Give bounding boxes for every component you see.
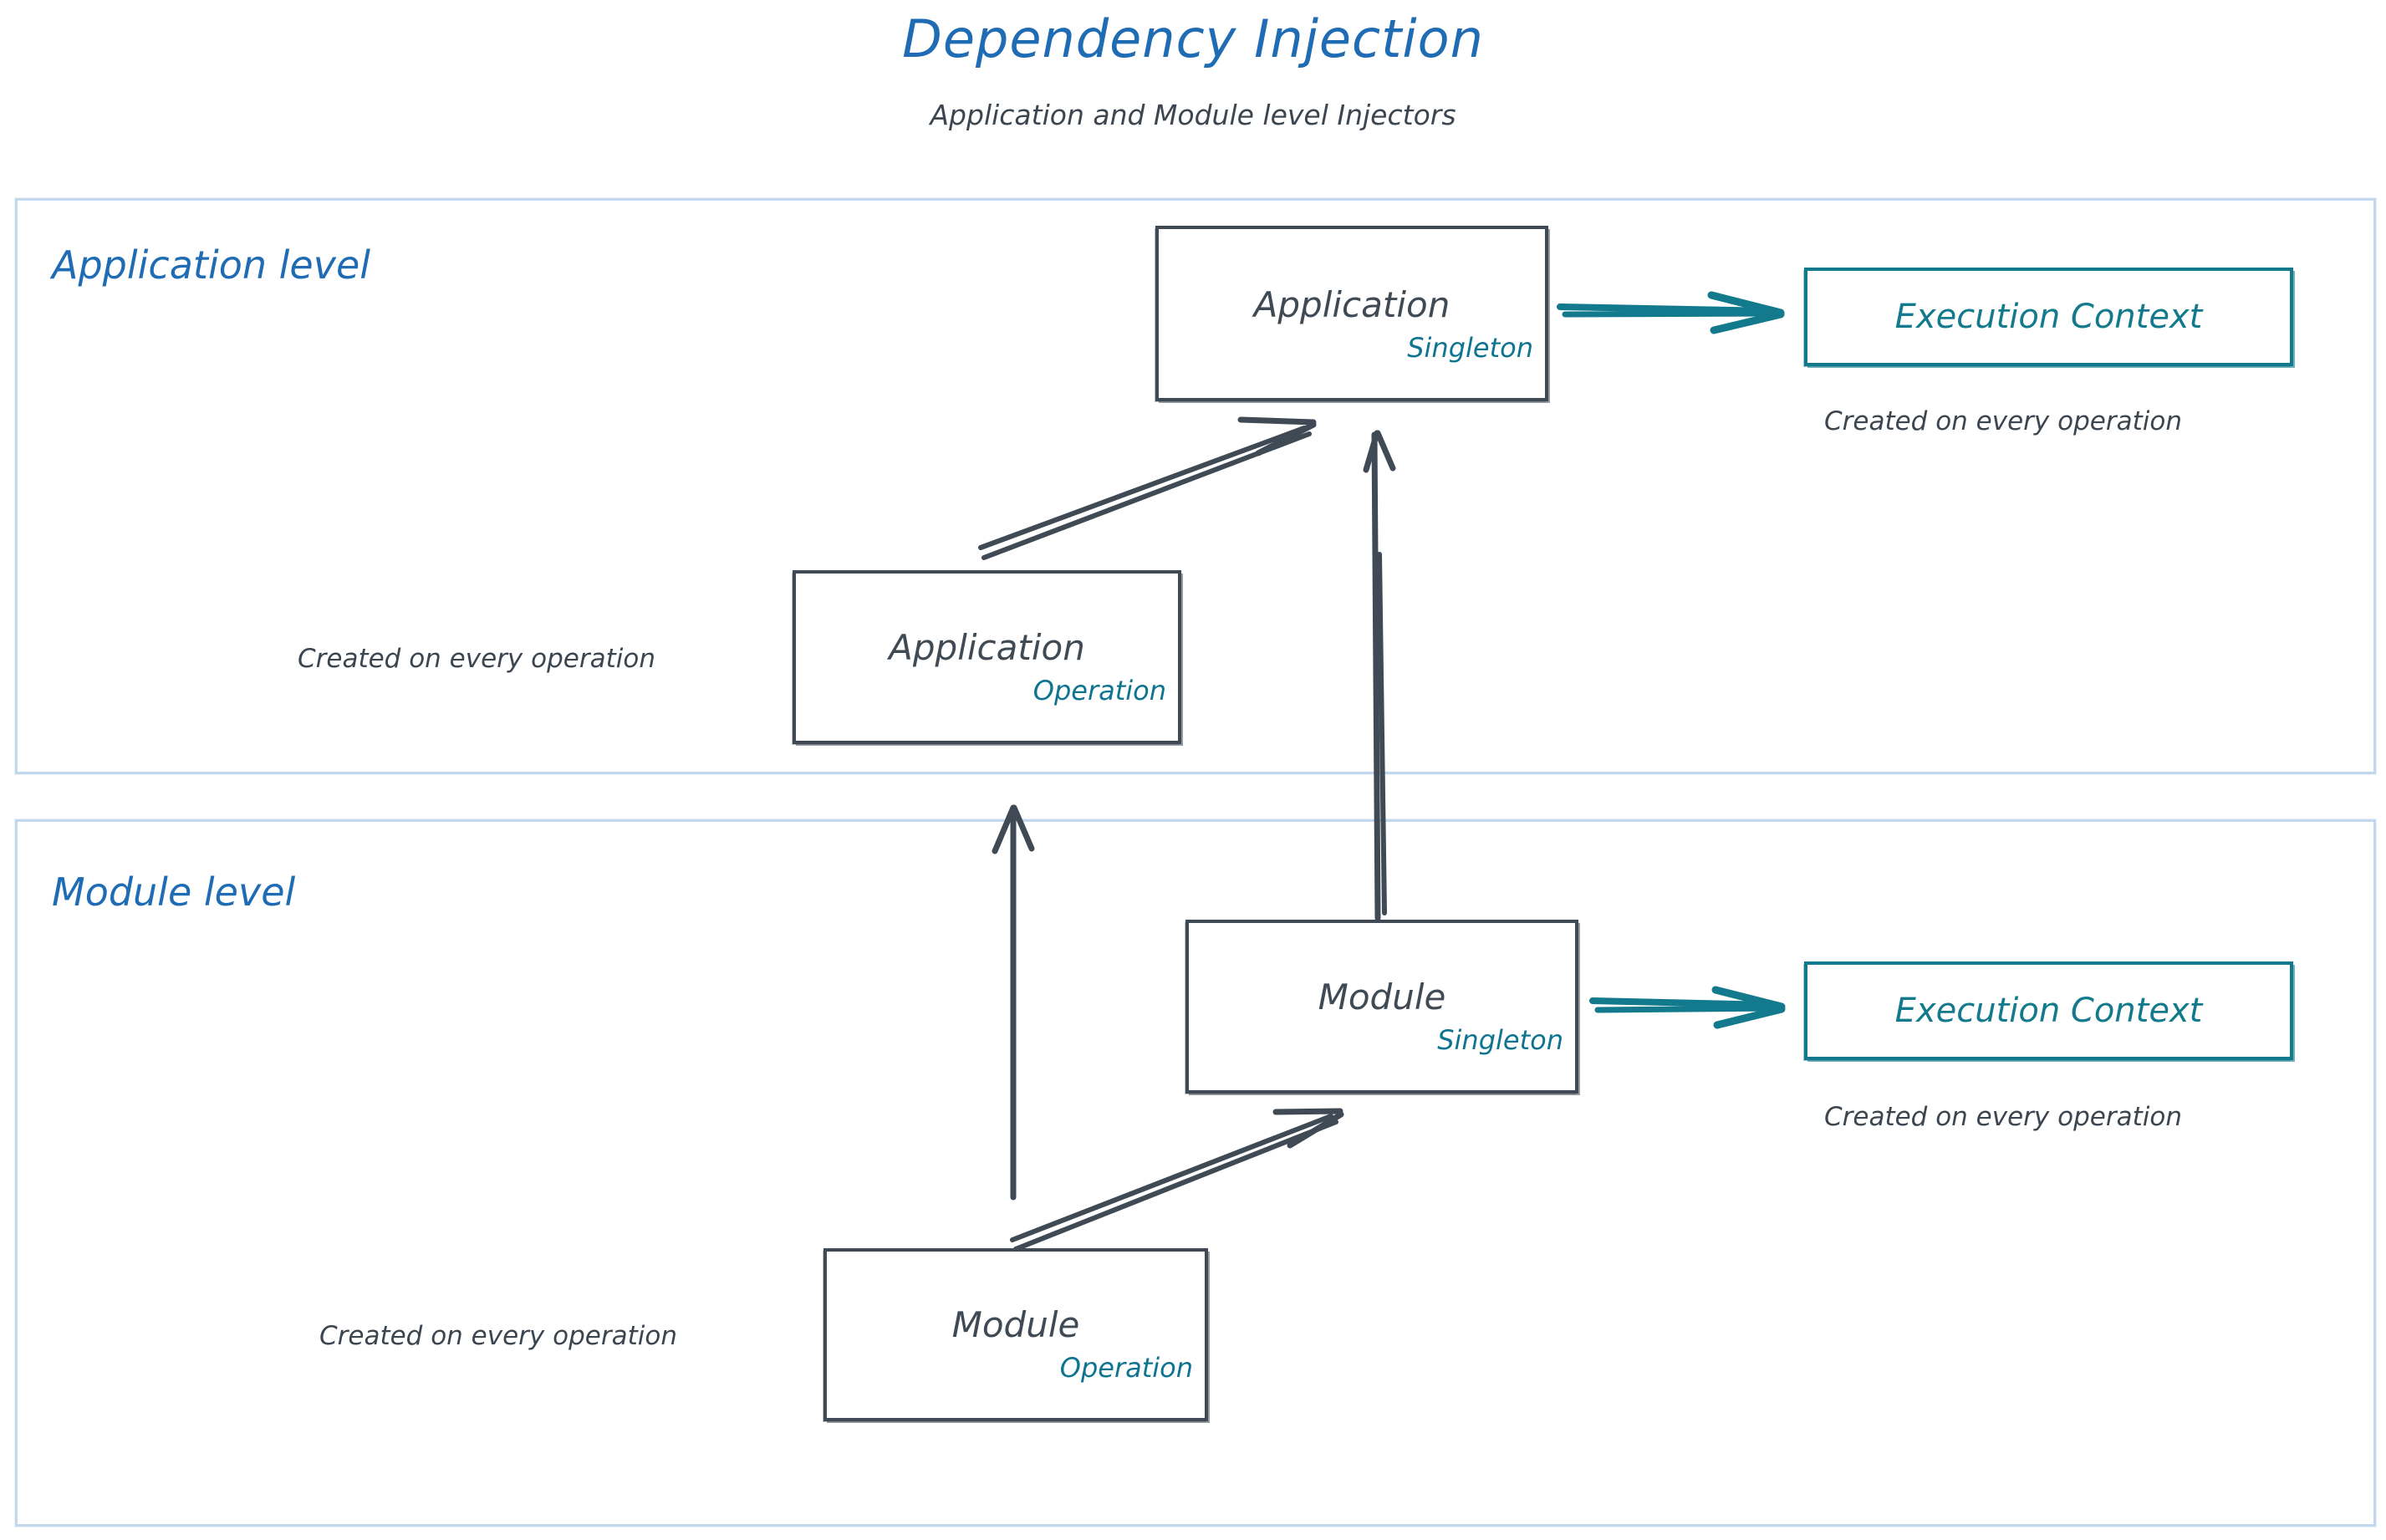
module-level-container: [15, 819, 2376, 1527]
node-execution-context-module[interactable]: Execution Context: [1804, 961, 2293, 1060]
node-application-singleton-title: Application: [1253, 284, 1450, 325]
node-application-operation-scope: Operation: [1032, 675, 1166, 706]
execution-context-application-label: Execution Context: [1894, 298, 2203, 336]
page-title: Dependency Injection: [902, 8, 1484, 69]
node-module-operation-scope: Operation: [1059, 1352, 1193, 1384]
application-level-label: Application level: [52, 242, 371, 288]
node-application-operation-title: Application: [889, 627, 1085, 668]
node-application-operation[interactable]: Application Operation: [793, 570, 1181, 744]
node-application-singleton-scope: Singleton: [1407, 332, 1533, 364]
application-operation-caption: Created on every operation: [298, 644, 655, 674]
execution-context-module-caption: Created on every operation: [1824, 1102, 2182, 1132]
module-operation-caption: Created on every operation: [319, 1321, 677, 1351]
node-module-singleton-scope: Singleton: [1437, 1024, 1563, 1056]
node-execution-context-application[interactable]: Execution Context: [1804, 268, 2293, 366]
node-module-singleton-title: Module: [1318, 977, 1446, 1017]
node-module-operation[interactable]: Module Operation: [823, 1248, 1208, 1421]
node-module-singleton[interactable]: Module Singleton: [1185, 920, 1578, 1094]
module-level-label: Module level: [52, 869, 296, 915]
page-subtitle: Application and Module level Injectors: [930, 99, 1456, 131]
node-module-operation-title: Module: [951, 1304, 1080, 1345]
execution-context-module-label: Execution Context: [1894, 992, 2203, 1030]
execution-context-application-caption: Created on every operation: [1824, 406, 2182, 436]
node-application-singleton[interactable]: Application Singleton: [1155, 226, 1548, 401]
application-level-container: [15, 198, 2376, 774]
